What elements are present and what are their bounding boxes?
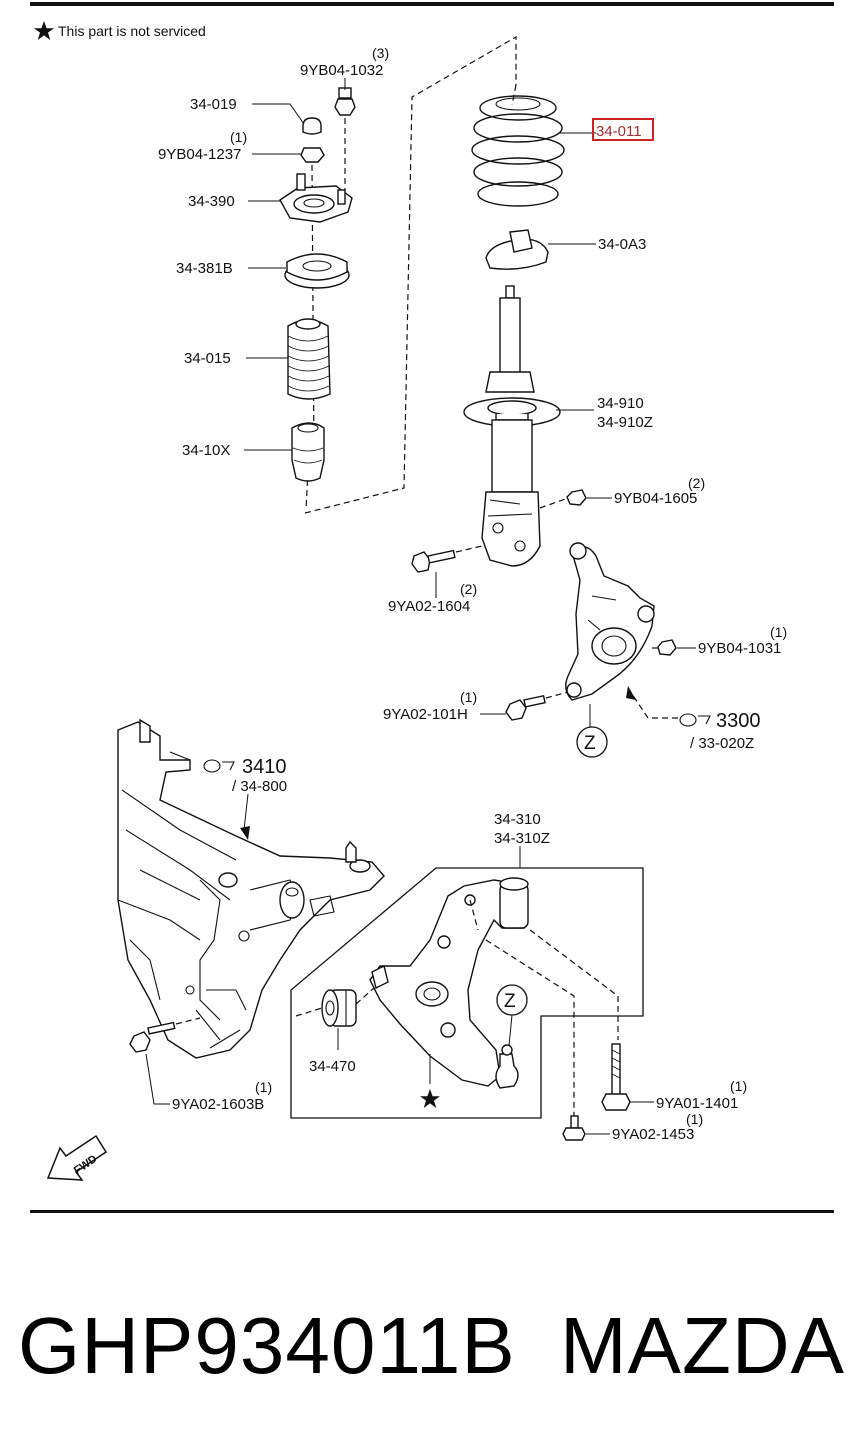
label-34-019: 34-019	[190, 96, 237, 113]
qty-9yb04-1237: (1)	[230, 129, 247, 145]
bolt-9ya02-1453	[562, 1115, 586, 1141]
legend-note: This part is not serviced	[34, 21, 206, 40]
qty-9yb04-1032: (3)	[372, 45, 389, 61]
part-number-caption: GHP934011B	[18, 1301, 516, 1390]
nut-9yb04-1605	[566, 489, 587, 506]
label-34-011: 34-011	[596, 123, 642, 140]
bolt-9ya01-1401	[601, 1043, 631, 1111]
label-9ya02-1603b: 9YA02-1603B	[172, 1096, 264, 1113]
bottom-border-line	[30, 1210, 834, 1213]
ref-3410: 3410	[242, 756, 287, 778]
qty-9ya02-1603b: (1)	[255, 1079, 272, 1095]
label-9ya02-1604: 9YA02-1604	[388, 598, 470, 615]
label-34-470: 34-470	[309, 1058, 356, 1075]
star-icon	[34, 21, 54, 40]
qty-9ya02-1604: (2)	[460, 581, 477, 597]
bolt-9ya02-101h	[505, 695, 546, 721]
ref-33-020z: / 33-020Z	[690, 735, 754, 752]
bolt-9ya02-1604	[411, 549, 456, 573]
qty-9yb04-1605: (2)	[688, 475, 705, 491]
nut-9yb04-1031	[657, 639, 677, 656]
bump-stop-34-10x	[291, 422, 325, 482]
star-not-serviced-icon	[420, 1089, 440, 1108]
label-9yb04-1032: 9YB04-1032	[300, 62, 383, 79]
z-marker-lower-label: Z	[504, 991, 516, 1012]
ref-icon-3300	[679, 713, 711, 727]
label-9yb04-1031: 9YB04-1031	[698, 640, 781, 657]
label-9ya01-1401: 9YA01-1401	[656, 1095, 738, 1112]
qty-9ya02-101h: (1)	[460, 689, 477, 705]
label-34-10x: 34-10X	[182, 442, 230, 459]
coil-spring-34-011	[471, 95, 565, 207]
top-border-line	[30, 2, 834, 6]
spring-seat-34-0a3	[485, 229, 549, 270]
bolt-9ya02-1603b	[129, 1021, 176, 1053]
strut-damper	[463, 285, 561, 567]
cap-34-019	[302, 117, 322, 135]
dust-boot-34-015	[287, 318, 331, 400]
brand-caption: MAZDA	[560, 1301, 845, 1390]
mount-plate-34-390	[279, 173, 353, 223]
qty-9ya02-1453: (1)	[686, 1111, 703, 1127]
lower-control-arm	[369, 877, 529, 1089]
label-9yb04-1237: 9YB04-1237	[158, 146, 241, 163]
ref-3300: 3300	[716, 710, 761, 732]
front-subframe	[117, 718, 385, 1059]
label-9ya02-1453: 9YA02-1453	[612, 1126, 694, 1143]
label-34-015: 34-015	[184, 350, 231, 367]
label-34-0a3: 34-0A3	[598, 236, 646, 253]
nut-9yb04-1032	[334, 87, 356, 116]
ref-icon-3410	[203, 759, 235, 773]
bearing-34-381b	[284, 253, 350, 289]
legend-note-text: This part is not serviced	[58, 23, 206, 39]
label-9ya02-101h: 9YA02-101H	[383, 706, 468, 723]
qty-9ya01-1401: (1)	[730, 1078, 747, 1094]
label-34-910: 34-910	[597, 395, 644, 412]
steering-knuckle	[565, 542, 655, 701]
bushing-34-470	[321, 989, 357, 1027]
label-34-390: 34-390	[188, 193, 235, 210]
z-marker-upper	[576, 726, 608, 758]
label-34-910z: 34-910Z	[597, 414, 653, 431]
strut-assembly-dashed-frame	[304, 35, 517, 514]
qty-9yb04-1031: (1)	[770, 624, 787, 640]
label-34-310z: 34-310Z	[494, 830, 550, 847]
label-34-381b: 34-381B	[176, 260, 233, 277]
highlight-box-34-011	[592, 118, 654, 141]
z-marker-upper-label: Z	[584, 733, 596, 754]
label-9yb04-1605: 9YB04-1605	[614, 490, 697, 507]
forward-direction-icon: FWD	[46, 1134, 108, 1181]
label-34-310: 34-310	[494, 811, 541, 828]
ref-34-800: / 34-800	[232, 778, 287, 795]
control-arm-group-frame	[290, 867, 644, 1119]
nut-9yb04-1237	[300, 147, 325, 163]
